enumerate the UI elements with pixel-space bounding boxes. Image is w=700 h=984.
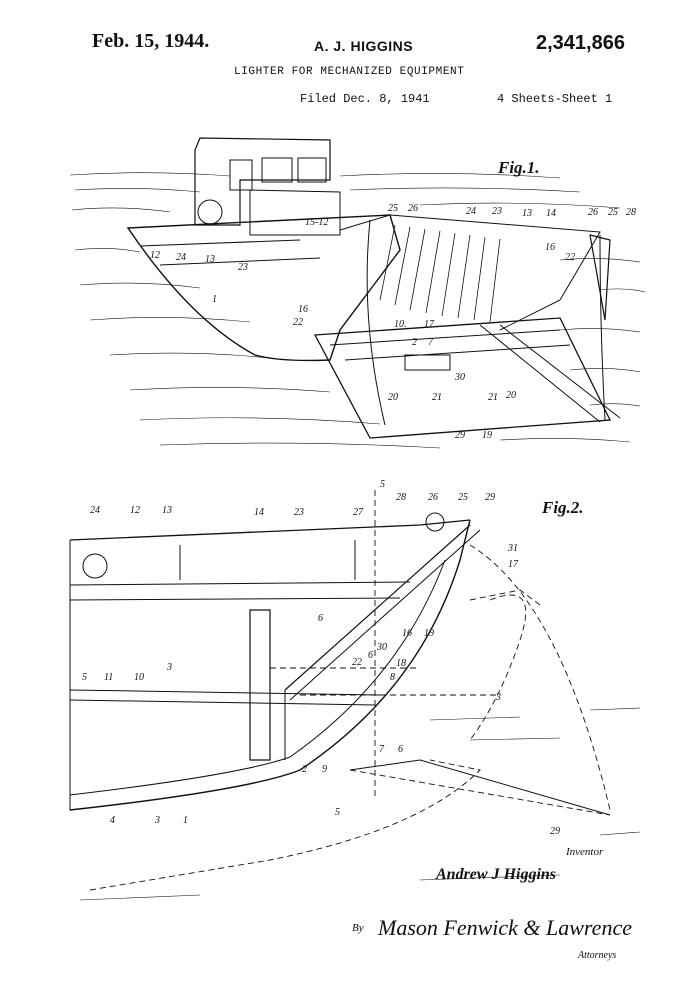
svg-text:27: 27: [353, 507, 364, 518]
svg-text:10: 10: [134, 672, 144, 683]
svg-text:3: 3: [166, 662, 172, 673]
svg-text:30: 30: [454, 372, 465, 383]
svg-text:19: 19: [482, 430, 492, 441]
svg-text:13: 13: [205, 254, 215, 265]
svg-text:2: 2: [412, 337, 417, 348]
svg-text:25: 25: [458, 492, 468, 503]
by-label: By: [352, 922, 364, 934]
svg-text:19: 19: [424, 628, 434, 639]
svg-text:30: 30: [376, 642, 387, 653]
svg-text:12: 12: [130, 505, 140, 516]
svg-text:10.: 10.: [394, 319, 407, 330]
svg-text:5: 5: [335, 807, 340, 818]
svg-text:16: 16: [545, 242, 555, 253]
svg-text:26: 26: [408, 203, 418, 214]
sheet-count: 4 Sheets-Sheet 1: [497, 92, 613, 106]
svg-text:6: 6: [318, 613, 323, 624]
svg-text:18: 18: [396, 658, 406, 669]
svg-text:1: 1: [183, 815, 188, 826]
svg-text:31: 31: [507, 543, 518, 554]
svg-text:4: 4: [110, 815, 115, 826]
svg-text:24: 24: [466, 206, 476, 217]
svg-text:26: 26: [588, 207, 598, 218]
svg-text:17: 17: [424, 319, 435, 330]
svg-text:5: 5: [82, 672, 87, 683]
svg-text:25: 25: [608, 207, 618, 218]
svg-text:3: 3: [154, 815, 160, 826]
svg-text:6: 6: [368, 650, 373, 661]
patent-title: LIGHTER FOR MECHANIZED EQUIPMENT: [234, 66, 465, 78]
inventor-header: A. J. HIGGINS: [314, 38, 414, 54]
svg-text:11: 11: [104, 672, 113, 683]
svg-text:12: 12: [150, 250, 160, 261]
svg-text:28: 28: [396, 492, 406, 503]
svg-text:23: 23: [238, 262, 248, 273]
svg-text:24: 24: [90, 505, 100, 516]
svg-text:14: 14: [546, 208, 556, 219]
svg-text:29: 29: [550, 826, 560, 837]
svg-text:20: 20: [388, 392, 398, 403]
svg-text:20: 20: [506, 390, 516, 401]
svg-text:24: 24: [176, 252, 186, 263]
svg-text:16: 16: [402, 628, 412, 639]
attorneys-label: Attorneys: [578, 950, 617, 961]
svg-text:16: 16: [298, 304, 308, 315]
svg-text:7: 7: [428, 337, 434, 348]
svg-text:21: 21: [488, 392, 498, 403]
svg-text:23: 23: [294, 507, 304, 518]
svg-text:29: 29: [485, 492, 495, 503]
svg-text:17: 17: [508, 559, 519, 570]
attorney-signature: Mason Fenwick & Lawrence: [378, 915, 632, 940]
svg-text:8: 8: [390, 672, 395, 683]
inventor-name: Andrew J Higgins: [436, 866, 557, 883]
inventor-label: Inventor: [566, 846, 604, 858]
svg-text:21: 21: [432, 392, 442, 403]
svg-text:1: 1: [212, 294, 217, 305]
svg-text:22: 22: [565, 252, 575, 263]
figure-1-label: Fig.1.: [498, 158, 540, 177]
svg-text:29: 29: [455, 430, 465, 441]
figure-2-label: Fig.2.: [542, 498, 584, 517]
svg-text:25: 25: [388, 203, 398, 214]
svg-text:13: 13: [522, 208, 532, 219]
patent-number: 2,341,866: [536, 32, 625, 54]
svg-text:13: 13: [162, 505, 172, 516]
svg-text:7: 7: [379, 744, 385, 755]
svg-text:5: 5: [380, 479, 385, 490]
svg-text:9: 9: [322, 764, 327, 775]
svg-text:22: 22: [352, 657, 362, 668]
svg-text:15-12: 15-12: [305, 217, 328, 228]
svg-text:14: 14: [254, 507, 264, 518]
patent-date: Feb. 15, 1944.: [92, 30, 210, 52]
svg-text:22: 22: [293, 317, 303, 328]
svg-text:28: 28: [626, 207, 636, 218]
filed-date: Filed Dec. 8, 1941: [300, 92, 430, 106]
svg-text:23: 23: [492, 206, 502, 217]
svg-text:2: 2: [302, 764, 307, 775]
svg-text:26: 26: [428, 492, 438, 503]
svg-text:3: 3: [495, 692, 501, 703]
svg-text:6: 6: [398, 744, 403, 755]
